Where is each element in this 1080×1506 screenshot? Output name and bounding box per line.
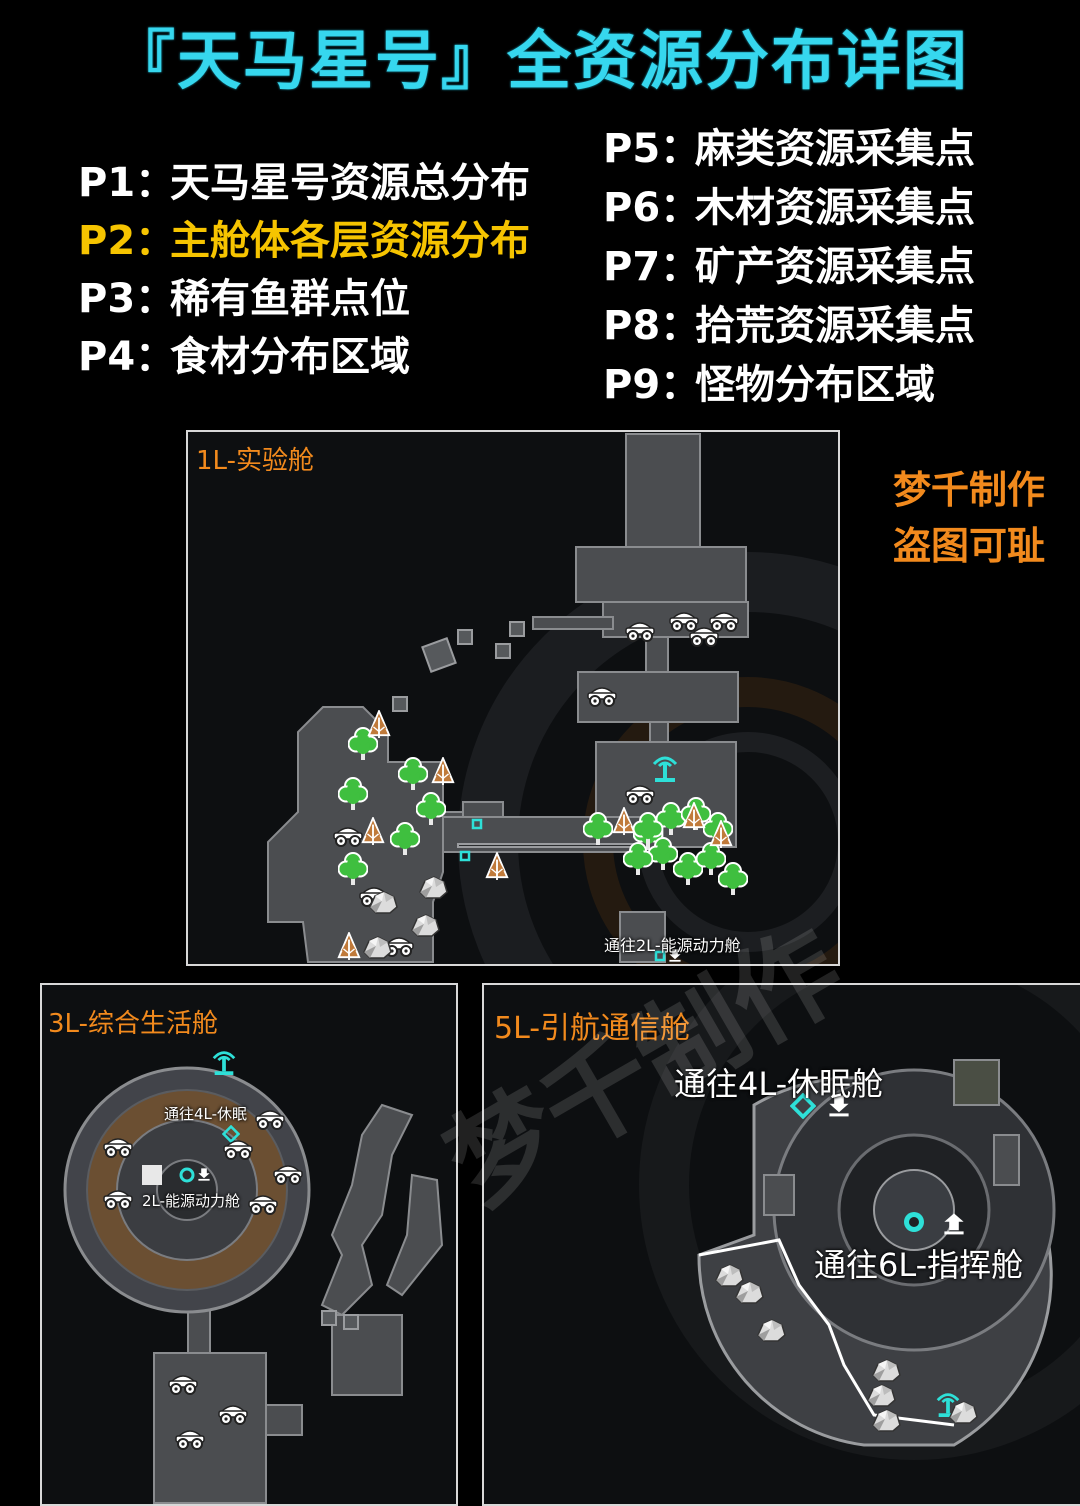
page-desc: 拾荒资源采集点: [695, 303, 975, 349]
page-key: P9：: [603, 362, 701, 408]
ore-rock-icon[interactable]: [757, 1319, 786, 1342]
scrap-cart-icon[interactable]: [273, 1165, 303, 1185]
page-key: P8：: [603, 303, 701, 349]
page-index-right: P5：麻类资源采集点 P6：木材资源采集点 P7：矿产资源采集点 P8：拾荒资源…: [603, 120, 975, 415]
ore-rock-icon[interactable]: [735, 1281, 764, 1304]
brown-pine-icon[interactable]: [337, 932, 361, 961]
page-key: P5：: [603, 126, 701, 172]
page-index-item: P3：稀有鱼群点位: [78, 270, 530, 328]
green-tree-icon[interactable]: [398, 757, 428, 791]
green-tree-icon[interactable]: [338, 777, 368, 811]
scrap-cart-icon[interactable]: [333, 827, 363, 847]
scrap-cart-icon[interactable]: [625, 622, 655, 642]
brown-pine-icon[interactable]: [485, 852, 509, 881]
map-5l-canvas: [639, 985, 1080, 1460]
map-panel-1l[interactable]: 1L-实验舱: [186, 430, 840, 966]
page-index-item-current: P2：主舱体各层资源分布: [78, 212, 530, 270]
scrap-cart-icon[interactable]: [103, 1138, 133, 1158]
page-desc: 矿产资源采集点: [695, 244, 975, 290]
exit-label-4l-5f: 通往4L-休眠舱: [674, 1065, 884, 1103]
scrap-cart-icon[interactable]: [625, 785, 655, 805]
page-desc: 麻类资源采集点: [695, 126, 975, 172]
up-arrow-icon: [944, 1213, 964, 1235]
ore-rock-icon[interactable]: [872, 1359, 901, 1382]
scrap-cart-icon[interactable]: [248, 1195, 278, 1215]
green-tree-icon[interactable]: [583, 812, 613, 846]
exit-label-2l-3f: 2L-能源动力舱: [142, 1192, 241, 1210]
map-label-1l: 1L-实验舱: [196, 446, 314, 476]
page-index-item: P9：怪物分布区域: [603, 356, 975, 415]
exit-label-4l-3f: 通往4L-休眠: [164, 1105, 248, 1123]
page-index-item: P1：天马星号资源总分布: [78, 154, 530, 212]
scrap-cart-icon[interactable]: [255, 1110, 285, 1130]
brown-pine-icon[interactable]: [361, 817, 385, 846]
page-key: P4：: [78, 334, 176, 380]
green-tree-icon[interactable]: [338, 852, 368, 886]
brown-pine-icon[interactable]: [367, 710, 391, 739]
green-tree-icon[interactable]: [390, 822, 420, 856]
map-3l-canvas: [63, 1066, 444, 1504]
ore-rock-icon[interactable]: [419, 876, 448, 899]
map-label-5l: 5L-引航通信舱: [494, 1011, 691, 1046]
ore-rock-icon[interactable]: [949, 1401, 978, 1424]
scrap-cart-icon[interactable]: [709, 612, 739, 632]
page-desc: 怪物分布区域: [695, 362, 935, 408]
map-3l-markers: [103, 1051, 303, 1450]
teleporter-icon[interactable]: [652, 756, 678, 784]
page-desc: 主舱体各层资源分布: [170, 218, 530, 264]
scrap-cart-icon[interactable]: [223, 1140, 253, 1160]
map-panel-5l[interactable]: 5L-引航通信舱 通往4L-休眠舱 通往6L-指挥舱: [482, 983, 1080, 1506]
page-key: P3：: [78, 276, 176, 322]
map-1l-markers: [333, 612, 748, 962]
scrap-cart-icon[interactable]: [587, 687, 617, 707]
exit-label-6l-5f: 通往6L-指挥舱: [814, 1246, 1024, 1284]
credit-author: 梦千制作: [893, 468, 1046, 512]
green-tree-icon[interactable]: [648, 837, 678, 871]
page-desc: 木材资源采集点: [695, 185, 975, 231]
page-index-item: P5：麻类资源采集点: [603, 120, 975, 179]
page-index-left: P1：天马星号资源总分布 P2：主舱体各层资源分布 P3：稀有鱼群点位 P4：食…: [78, 154, 530, 386]
map-label-3l: 3L-综合生活舱: [48, 1009, 218, 1039]
teleporter-icon[interactable]: [212, 1051, 236, 1077]
page-key: P6：: [603, 185, 701, 231]
green-tree-icon[interactable]: [416, 792, 446, 826]
credit-warning: 盗图可耻: [893, 524, 1046, 568]
page-key: P1：: [78, 160, 176, 206]
green-tree-icon[interactable]: [718, 862, 748, 896]
page-key: P7：: [603, 244, 701, 290]
brown-pine-icon[interactable]: [612, 807, 636, 836]
ore-rock-icon[interactable]: [363, 936, 392, 959]
credit-text: 梦千制作 盗图可耻: [893, 462, 1045, 574]
page-index-item: P8：拾荒资源采集点: [603, 297, 975, 356]
ore-rock-icon[interactable]: [867, 1384, 896, 1407]
down-arrow-icon: [198, 1168, 210, 1181]
ore-rock-icon[interactable]: [872, 1409, 901, 1432]
map-panel-3l[interactable]: 3L-综合生活舱 通往4L-休眠 2L-能源动力舱: [40, 983, 458, 1506]
exit-marker-icon[interactable]: [222, 1125, 240, 1143]
page-index-item: P4：食材分布区域: [78, 328, 530, 386]
scrap-cart-icon[interactable]: [103, 1190, 133, 1210]
page-title: 『天马星号』全资源分布详图: [111, 25, 969, 99]
ore-rock-icon[interactable]: [715, 1264, 744, 1287]
brown-pine-icon[interactable]: [431, 757, 455, 786]
ore-rock-icon[interactable]: [411, 914, 440, 937]
page-index-item: P6：木材资源采集点: [603, 179, 975, 238]
scrap-cart-icon[interactable]: [168, 1375, 198, 1395]
page-desc: 天马星号资源总分布: [170, 160, 530, 206]
page-index-item: P7：矿产资源采集点: [603, 238, 975, 297]
scrap-cart-icon[interactable]: [669, 612, 699, 632]
scrap-cart-icon[interactable]: [218, 1405, 248, 1425]
page-desc: 食材分布区域: [170, 334, 410, 380]
scrap-cart-icon[interactable]: [175, 1430, 205, 1450]
page-desc: 稀有鱼群点位: [170, 276, 410, 322]
exit-label-2l: 通往2L-能源动力舱: [604, 936, 741, 955]
page-key: P2：: [78, 218, 176, 264]
